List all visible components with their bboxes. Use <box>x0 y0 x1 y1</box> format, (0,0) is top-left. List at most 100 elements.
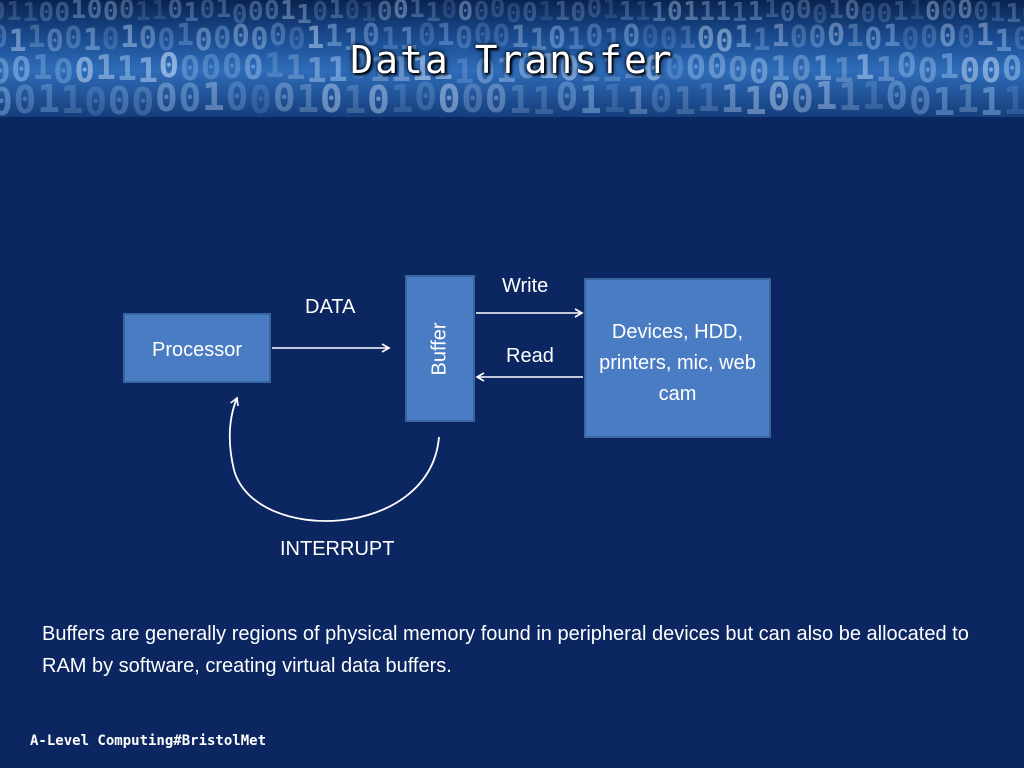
svg-text:1: 1 <box>815 74 838 117</box>
svg-text:1: 1 <box>95 48 115 88</box>
svg-text:0: 0 <box>485 77 508 117</box>
svg-text:1: 1 <box>734 20 752 55</box>
svg-text:1: 1 <box>343 23 361 58</box>
svg-text:0: 0 <box>159 46 179 86</box>
svg-text:0: 0 <box>0 20 8 55</box>
svg-text:1: 1 <box>838 75 861 117</box>
svg-text:0: 0 <box>178 76 201 117</box>
svg-text:1: 1 <box>846 19 864 54</box>
svg-text:1: 1 <box>296 77 319 117</box>
svg-text:1: 1 <box>216 0 232 24</box>
svg-text:0: 0 <box>393 0 409 25</box>
svg-text:0: 0 <box>960 51 980 91</box>
svg-text:0: 0 <box>312 0 328 27</box>
svg-text:1: 1 <box>989 0 1005 28</box>
svg-text:1: 1 <box>306 51 326 91</box>
slide-title: Data Transfer <box>350 38 674 82</box>
svg-text:0: 0 <box>555 75 578 117</box>
svg-text:0: 0 <box>64 21 82 56</box>
svg-text:0: 0 <box>981 51 1001 91</box>
svg-text:0: 0 <box>87 0 103 25</box>
buffer-label: Buffer <box>428 322 451 375</box>
svg-text:0: 0 <box>643 49 663 89</box>
write-edge-label: Write <box>502 275 549 297</box>
processor-box: Processor <box>123 313 271 383</box>
svg-text:1: 1 <box>391 50 411 90</box>
svg-text:1: 1 <box>369 50 389 90</box>
svg-text:0: 0 <box>728 50 748 90</box>
svg-text:1: 1 <box>748 0 764 27</box>
svg-text:0: 0 <box>490 0 506 24</box>
svg-text:1: 1 <box>678 21 696 56</box>
svg-text:1: 1 <box>1003 79 1024 117</box>
svg-text:1: 1 <box>391 77 414 117</box>
body-paragraph: Buffers are generally regions of physica… <box>42 623 969 677</box>
svg-text:1: 1 <box>37 77 60 117</box>
svg-text:0: 0 <box>108 79 131 117</box>
svg-text:1: 1 <box>454 52 474 92</box>
svg-text:0: 0 <box>84 80 107 117</box>
svg-text:0: 0 <box>54 0 70 28</box>
svg-text:0: 0 <box>885 74 908 117</box>
svg-text:1: 1 <box>135 0 151 27</box>
svg-text:0: 0 <box>812 0 828 30</box>
svg-text:0: 0 <box>362 18 380 53</box>
svg-text:1: 1 <box>854 48 874 88</box>
svg-text:0: 0 <box>461 77 484 117</box>
svg-text:1: 1 <box>496 51 516 91</box>
svg-text:1: 1 <box>683 0 699 27</box>
svg-text:0: 0 <box>102 22 120 57</box>
svg-text:0: 0 <box>686 48 706 88</box>
svg-text:0: 0 <box>232 0 248 30</box>
svg-text:0: 0 <box>38 0 54 28</box>
svg-text:0: 0 <box>622 19 640 54</box>
svg-text:0: 0 <box>474 18 492 53</box>
devices-box: Devices, HDD, printers, mic, web cam <box>584 278 771 438</box>
svg-text:1: 1 <box>329 0 345 25</box>
svg-text:0: 0 <box>559 49 579 89</box>
svg-text:1: 1 <box>956 77 979 117</box>
svg-text:1: 1 <box>381 22 399 57</box>
svg-text:0: 0 <box>167 0 183 25</box>
svg-text:0: 0 <box>877 0 893 29</box>
svg-text:0: 0 <box>475 52 495 92</box>
svg-text:0: 0 <box>320 77 343 117</box>
svg-text:0: 0 <box>585 19 603 54</box>
svg-text:1: 1 <box>603 0 619 25</box>
svg-text:1: 1 <box>280 0 296 26</box>
svg-text:0: 0 <box>418 18 436 53</box>
svg-text:1: 1 <box>753 23 771 58</box>
svg-text:0: 0 <box>46 24 64 59</box>
svg-text:0: 0 <box>796 0 812 25</box>
svg-text:1: 1 <box>22 0 38 28</box>
svg-text:0: 0 <box>474 0 490 27</box>
svg-text:1: 1 <box>409 0 425 24</box>
svg-text:1: 1 <box>83 23 101 58</box>
svg-text:1: 1 <box>976 18 994 53</box>
svg-text:1: 1 <box>425 0 441 28</box>
svg-text:1: 1 <box>932 80 955 117</box>
svg-text:0: 0 <box>131 80 154 117</box>
svg-text:0: 0 <box>11 50 31 90</box>
svg-text:1: 1 <box>71 0 87 25</box>
svg-text:1: 1 <box>61 78 84 117</box>
svg-text:1: 1 <box>436 18 454 53</box>
svg-text:0: 0 <box>827 18 845 53</box>
svg-text:0: 0 <box>269 18 287 53</box>
svg-text:0: 0 <box>660 22 678 57</box>
svg-text:0: 0 <box>548 21 566 56</box>
header-banner: 0110010001101010001101010011000000110011… <box>0 0 1024 117</box>
svg-text:0: 0 <box>74 51 94 91</box>
svg-text:1: 1 <box>529 23 547 58</box>
svg-text:1: 1 <box>399 22 417 57</box>
svg-text:0: 0 <box>455 21 473 56</box>
svg-text:1: 1 <box>744 79 767 117</box>
svg-text:1: 1 <box>579 78 602 117</box>
svg-text:1: 1 <box>715 0 731 27</box>
svg-text:0: 0 <box>157 23 175 58</box>
svg-text:1: 1 <box>619 0 635 27</box>
svg-text:0: 0 <box>909 79 932 117</box>
svg-text:1: 1 <box>626 79 649 117</box>
svg-text:1: 1 <box>532 79 555 117</box>
svg-text:0: 0 <box>201 48 221 88</box>
